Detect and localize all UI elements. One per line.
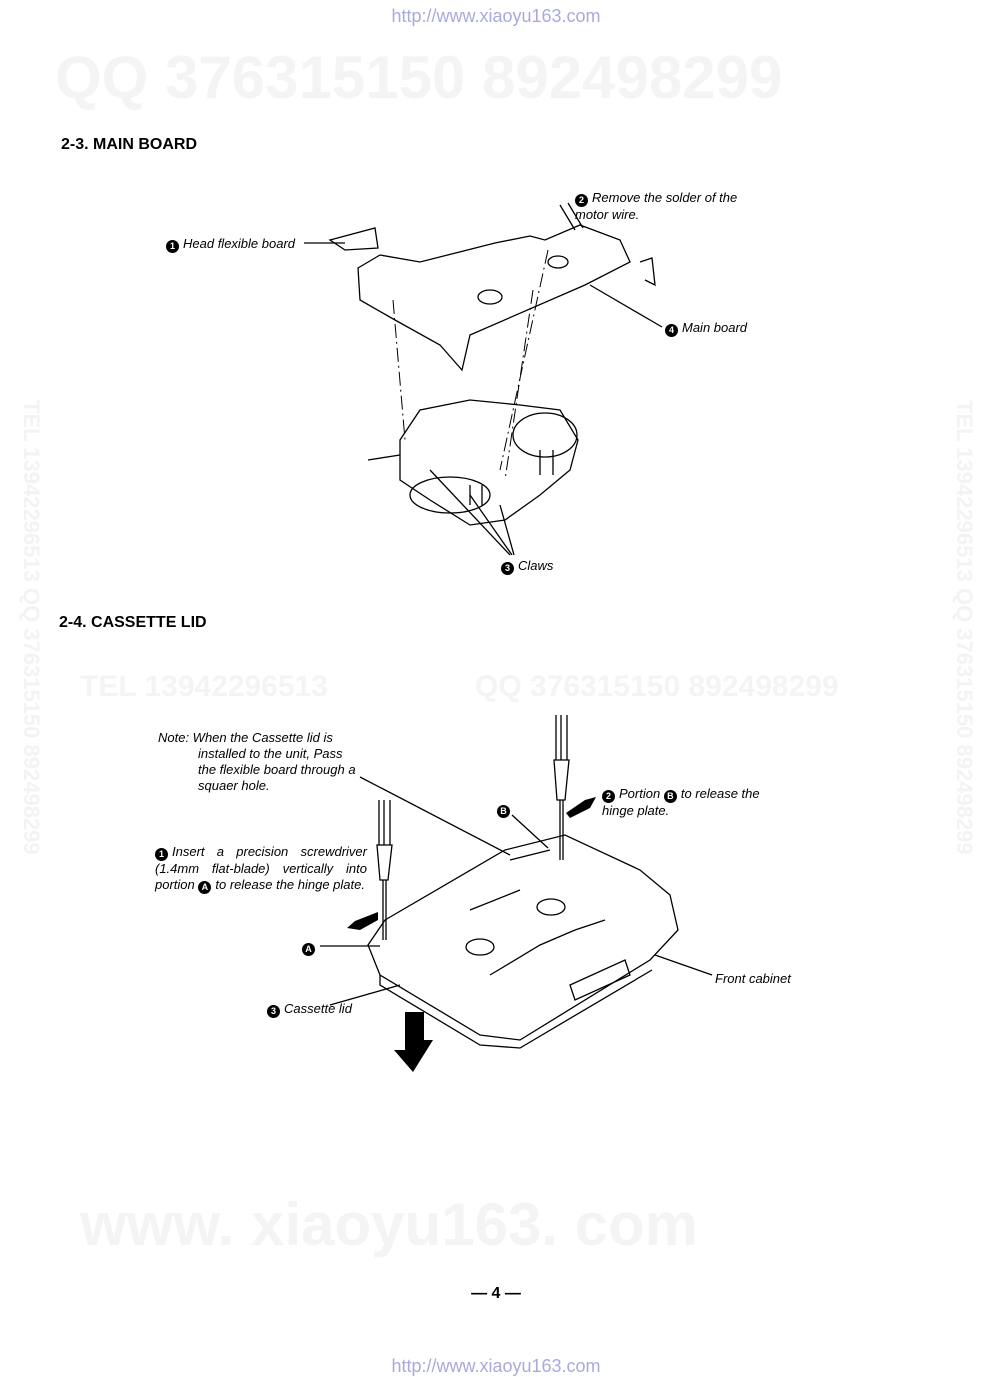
cassette-lid-illustration [367, 834, 679, 1049]
footer-url[interactable]: http://www.xiaoyu163.com [391, 1356, 601, 1376]
note-text: Note: When the Cassette lid is installed… [158, 730, 356, 793]
arrow-left [347, 912, 378, 930]
mechanism-illustration [367, 399, 579, 526]
page-number: — 4 — [471, 1285, 521, 1302]
section-title-cassette-lid: 2-4. CASSETTE LID [59, 614, 207, 631]
marker-a: A [302, 939, 319, 956]
watermark-mid-left: TEL 13942296513 [80, 670, 328, 703]
arrow-down [394, 1012, 433, 1072]
header-url[interactable]: http://www.xiaoyu163.com [391, 6, 601, 26]
watermark-bottom: www. xiaoyu163. com [80, 1191, 699, 1258]
watermark-top: QQ 376315150 892498299 [55, 44, 783, 111]
marker-b: B [497, 801, 514, 818]
section-title-main-board: 2-3. MAIN BOARD [61, 136, 198, 153]
arrow-right [566, 797, 596, 818]
main-board-illustration [328, 202, 656, 372]
watermark-mid-right: QQ 376315150 892498299 [475, 670, 839, 703]
label-front-cabinet: Front cabinet [715, 971, 791, 986]
screwdriver-b [553, 715, 570, 860]
screwdriver-a [376, 800, 393, 940]
